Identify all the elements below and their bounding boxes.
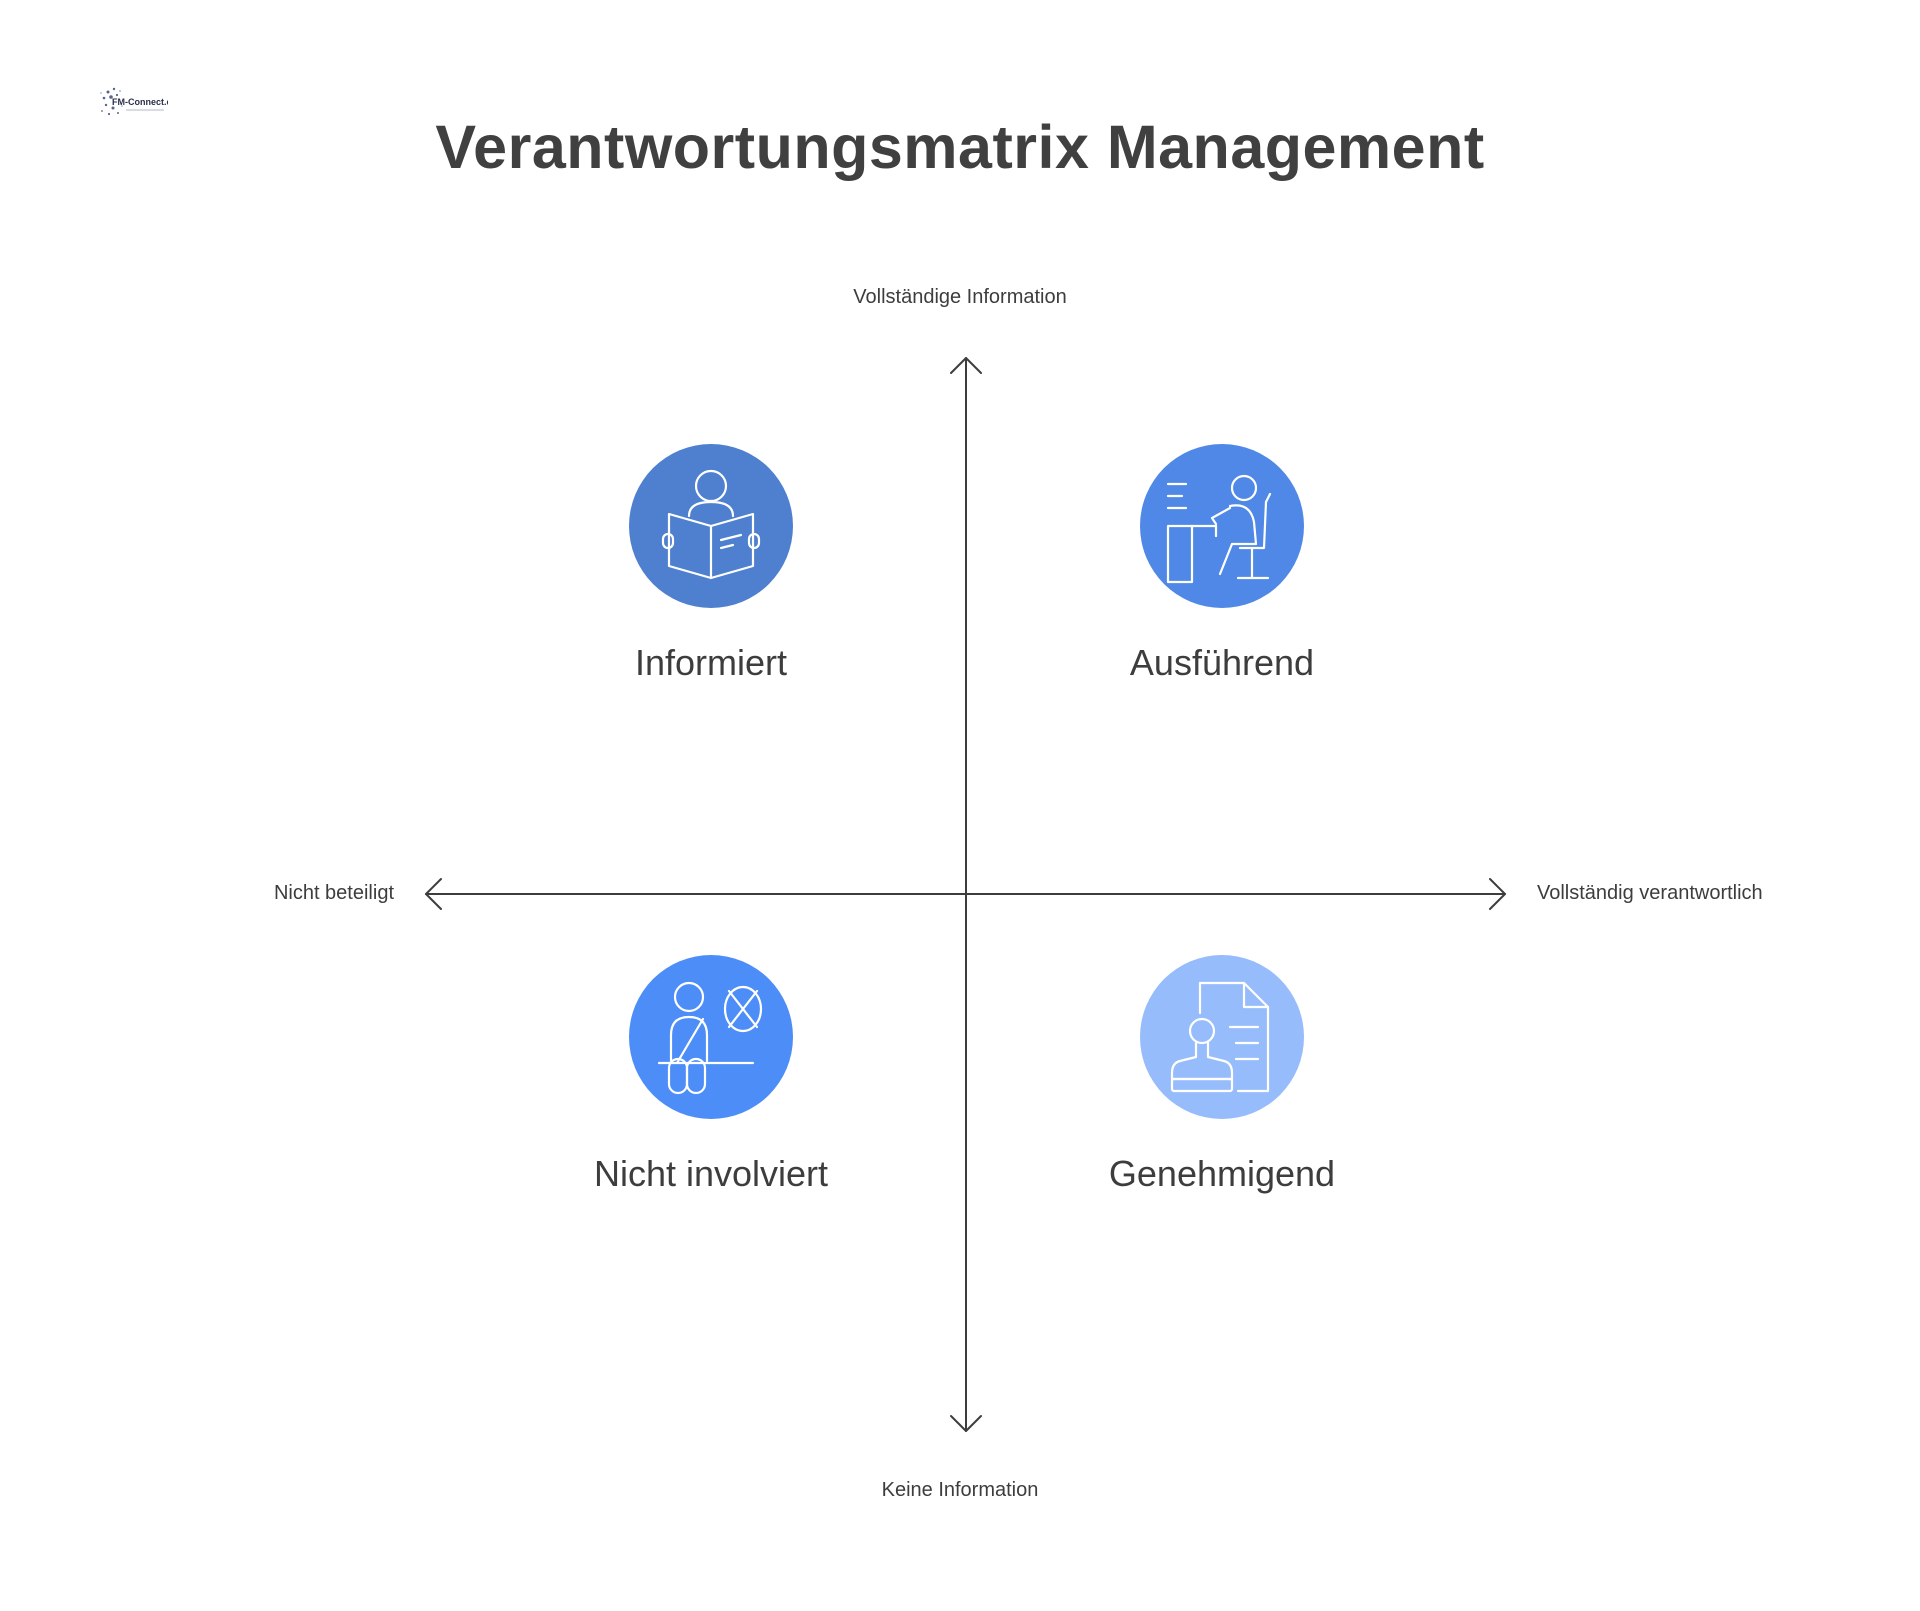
quadrant-label: Informiert — [634, 642, 788, 683]
arrow-up — [950, 357, 982, 374]
arrow-left — [425, 878, 442, 910]
axis-label-left: Nicht beteiligt — [273, 882, 394, 904]
arrow-down — [950, 1415, 982, 1432]
axis-label-top: Vollständige Information — [853, 286, 1067, 308]
stamp-document-icon — [1140, 955, 1304, 1119]
page-title: Verantwortungsmatrix Management — [435, 113, 1485, 181]
quadrant-ausfuehrend: Ausführend — [1022, 444, 1422, 684]
quadrant-label: Nicht involviert — [593, 1153, 829, 1194]
quadrant-label: Ausführend — [1129, 642, 1315, 683]
arrow-right — [1489, 878, 1506, 910]
logo-text: FM-Connect.com — [112, 97, 168, 107]
axis-label-bottom: Keine Information — [881, 1479, 1039, 1501]
person-excluded-icon — [629, 955, 793, 1119]
person-at-desk-icon — [1140, 444, 1304, 608]
quadrant-informiert: Informiert — [511, 444, 911, 684]
axis-label-right: Vollständig verantwortlich — [1537, 882, 1763, 904]
quadrant-nicht-involviert: Nicht involviert — [511, 955, 911, 1195]
reading-person-icon — [629, 444, 793, 608]
quadrant-genehmigend: Genehmigend — [1022, 955, 1422, 1195]
fm-connect-logo: FM-Connect.com — [98, 86, 185, 122]
quadrant-label: Genehmigend — [1108, 1153, 1336, 1194]
